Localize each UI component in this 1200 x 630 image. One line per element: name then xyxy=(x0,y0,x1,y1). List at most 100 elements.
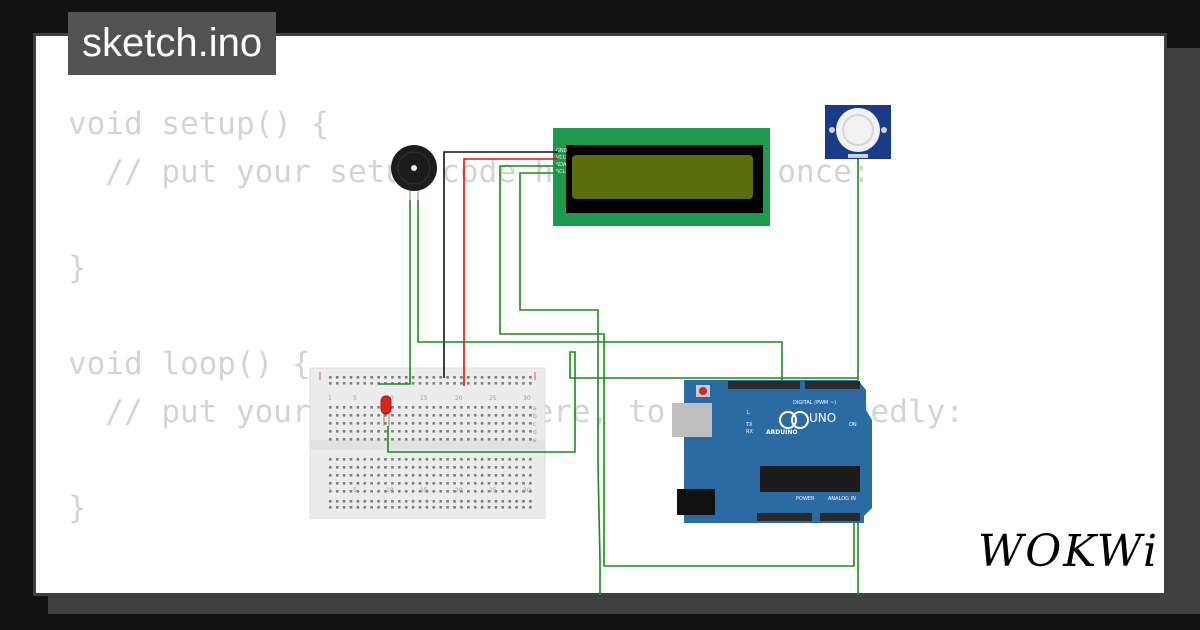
breadboard-hole[interactable] xyxy=(384,474,387,477)
breadboard-hole[interactable] xyxy=(501,482,505,485)
breadboard-hole[interactable] xyxy=(411,474,415,477)
breadboard-hole[interactable] xyxy=(515,466,518,469)
breadboard-hole[interactable] xyxy=(460,506,463,509)
breadboard-hole[interactable] xyxy=(335,466,339,469)
breadboard-hole[interactable] xyxy=(439,406,442,409)
breadboard-hole[interactable] xyxy=(404,422,408,425)
breadboard-hole[interactable] xyxy=(473,406,477,409)
breadboard-hole[interactable] xyxy=(487,422,491,425)
breadboard-hole[interactable] xyxy=(480,466,484,469)
breadboard-hole[interactable] xyxy=(363,500,367,503)
breadboard-hole[interactable] xyxy=(398,506,401,509)
breadboard-hole[interactable] xyxy=(501,376,505,379)
breadboard-hole[interactable] xyxy=(398,438,401,441)
breadboard-hole[interactable] xyxy=(522,466,525,469)
breadboard-hole[interactable] xyxy=(404,482,408,485)
breadboard-hole[interactable] xyxy=(439,500,442,503)
led-red[interactable] xyxy=(380,395,392,426)
breadboard-hole[interactable] xyxy=(501,490,505,493)
breadboard-hole[interactable] xyxy=(446,466,449,469)
breadboard-hole[interactable] xyxy=(529,406,532,409)
breadboard-hole[interactable] xyxy=(335,490,339,493)
breadboard-hole[interactable] xyxy=(356,430,360,433)
breadboard-hole[interactable] xyxy=(425,406,429,409)
breadboard-hole[interactable] xyxy=(349,482,353,485)
breadboard-hole[interactable] xyxy=(404,376,408,379)
breadboard-hole[interactable] xyxy=(508,376,511,379)
breadboard-hole[interactable] xyxy=(384,458,387,461)
breadboard-hole[interactable] xyxy=(391,406,394,409)
breadboard-hole[interactable] xyxy=(529,506,532,509)
breadboard-hole[interactable] xyxy=(425,414,429,417)
breadboard-hole[interactable] xyxy=(329,506,332,509)
breadboard-hole[interactable] xyxy=(363,482,367,485)
breadboard-hole[interactable] xyxy=(515,382,518,385)
breadboard[interactable]: 1 5 10 15 20 25 30 1 5 10 15 20 25 30 a … xyxy=(309,367,546,519)
breadboard-hole[interactable] xyxy=(501,474,505,477)
breadboard-hole[interactable] xyxy=(411,458,415,461)
breadboard-hole[interactable] xyxy=(508,466,511,469)
breadboard-hole[interactable] xyxy=(342,458,346,461)
breadboard-hole[interactable] xyxy=(411,500,415,503)
breadboard-hole[interactable] xyxy=(473,382,477,385)
breadboard-hole[interactable] xyxy=(515,422,518,425)
breadboard-hole[interactable] xyxy=(349,474,353,477)
breadboard-hole[interactable] xyxy=(404,506,408,509)
breadboard-hole[interactable] xyxy=(342,414,346,417)
breadboard-hole[interactable] xyxy=(515,474,518,477)
breadboard-hole[interactable] xyxy=(453,458,456,461)
breadboard-hole[interactable] xyxy=(467,376,470,379)
breadboard-hole[interactable] xyxy=(439,376,442,379)
breadboard-hole[interactable] xyxy=(529,438,532,441)
breadboard-hole[interactable] xyxy=(529,458,532,461)
breadboard-hole[interactable] xyxy=(370,490,373,493)
breadboard-hole[interactable] xyxy=(370,382,373,385)
breadboard-hole[interactable] xyxy=(329,414,332,417)
breadboard-hole[interactable] xyxy=(335,506,339,509)
breadboard-hole[interactable] xyxy=(515,490,518,493)
breadboard-hole[interactable] xyxy=(529,430,532,433)
breadboard-hole[interactable] xyxy=(460,430,463,433)
breadboard-hole[interactable] xyxy=(349,382,353,385)
breadboard-hole[interactable] xyxy=(487,406,491,409)
breadboard-hole[interactable] xyxy=(487,382,491,385)
breadboard-hole[interactable] xyxy=(398,376,401,379)
breadboard-hole[interactable] xyxy=(335,430,339,433)
breadboard-hole[interactable] xyxy=(480,474,484,477)
breadboard-hole[interactable] xyxy=(349,406,353,409)
breadboard-hole[interactable] xyxy=(363,406,367,409)
breadboard-hole[interactable] xyxy=(446,438,449,441)
breadboard-hole[interactable] xyxy=(501,422,505,425)
breadboard-hole[interactable] xyxy=(349,430,353,433)
breadboard-hole[interactable] xyxy=(329,474,332,477)
breadboard-hole[interactable] xyxy=(342,430,346,433)
breadboard-hole[interactable] xyxy=(501,506,505,509)
breadboard-hole[interactable] xyxy=(453,438,456,441)
breadboard-hole[interactable] xyxy=(411,506,415,509)
breadboard-hole[interactable] xyxy=(494,500,498,503)
breadboard-hole[interactable] xyxy=(425,506,429,509)
breadboard-hole[interactable] xyxy=(467,490,470,493)
breadboard-hole[interactable] xyxy=(453,382,456,385)
breadboard-hole[interactable] xyxy=(508,474,511,477)
breadboard-hole[interactable] xyxy=(363,474,367,477)
breadboard-hole[interactable] xyxy=(329,438,332,441)
breadboard-hole[interactable] xyxy=(522,414,525,417)
breadboard-hole[interactable] xyxy=(335,382,339,385)
breadboard-hole[interactable] xyxy=(425,466,429,469)
breadboard-hole[interactable] xyxy=(342,506,346,509)
breadboard-hole[interactable] xyxy=(522,376,525,379)
breadboard-hole[interactable] xyxy=(377,438,380,441)
breadboard-hole[interactable] xyxy=(384,438,387,441)
breadboard-hole[interactable] xyxy=(432,500,436,503)
breadboard-hole[interactable] xyxy=(501,458,505,461)
breadboard-hole[interactable] xyxy=(384,414,387,417)
breadboard-hole[interactable] xyxy=(487,376,491,379)
breadboard-hole[interactable] xyxy=(384,490,387,493)
breadboard-hole[interactable] xyxy=(356,474,360,477)
breadboard-hole[interactable] xyxy=(480,438,484,441)
breadboard-hole[interactable] xyxy=(508,482,511,485)
breadboard-hole[interactable] xyxy=(473,482,477,485)
breadboard-hole[interactable] xyxy=(508,490,511,493)
breadboard-hole[interactable] xyxy=(508,458,511,461)
